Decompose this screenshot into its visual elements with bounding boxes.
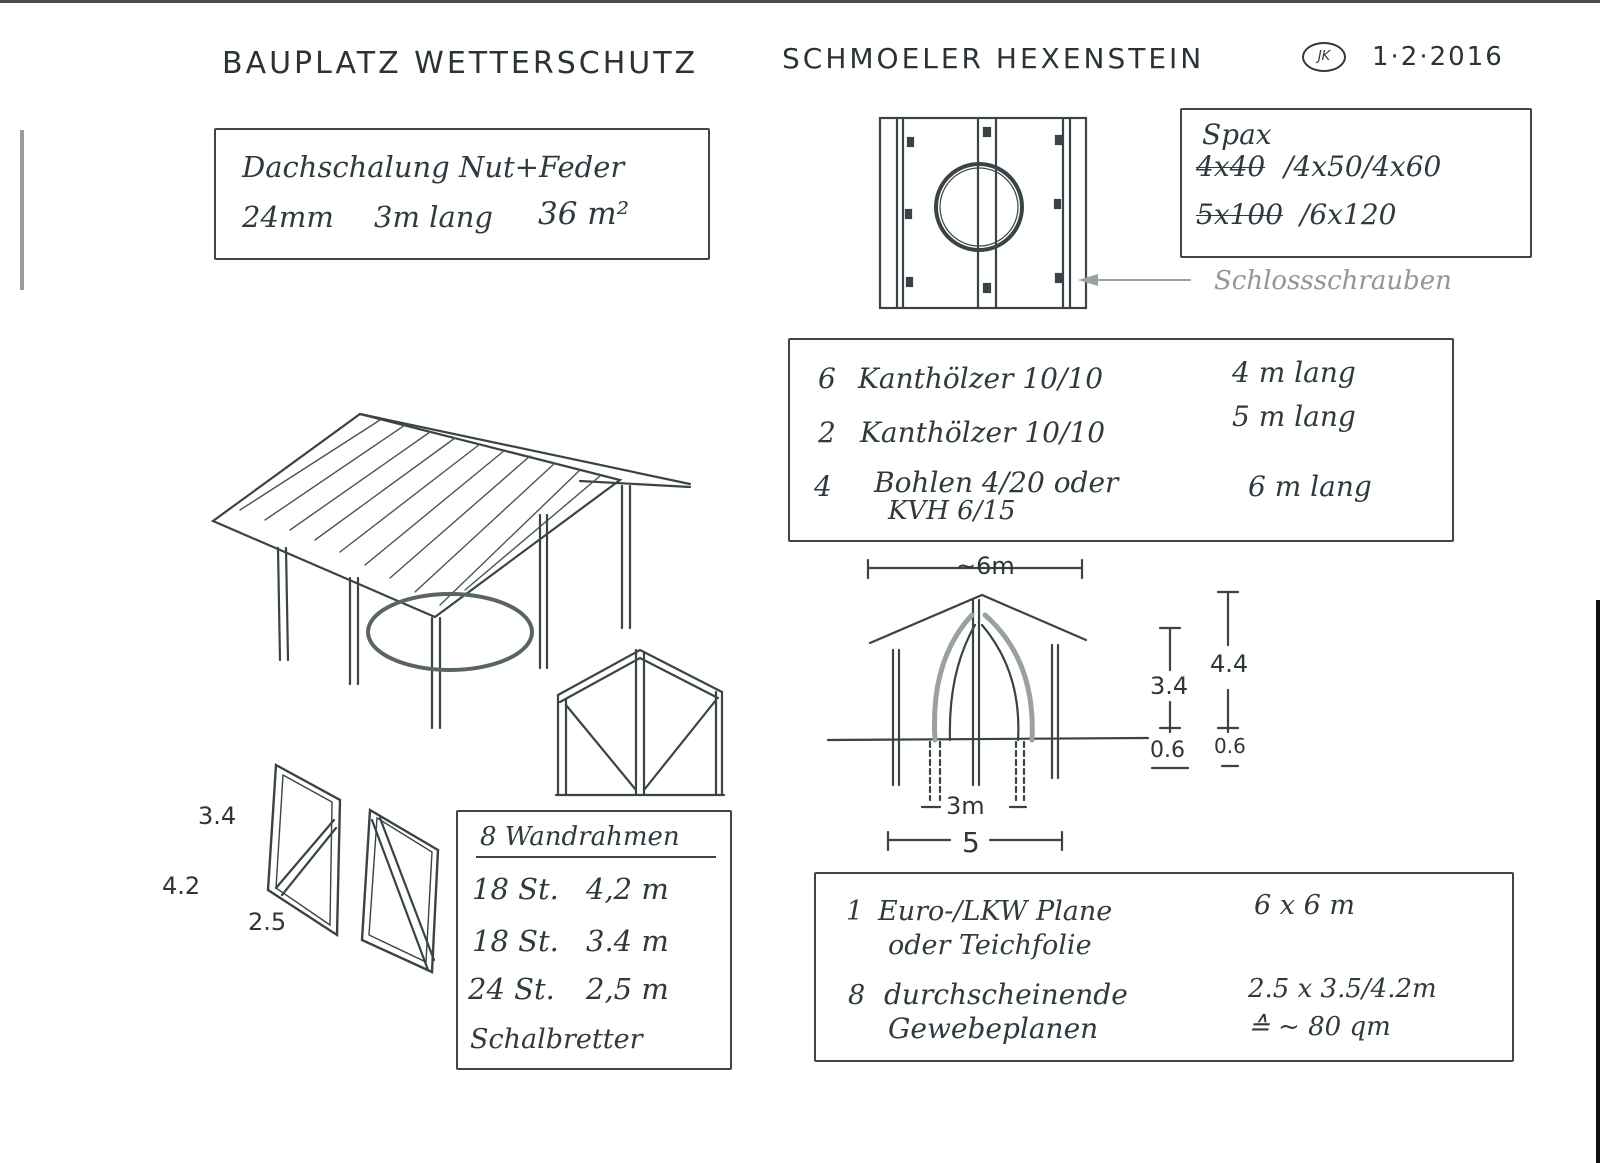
timber-qty-2: 2 [818, 416, 836, 449]
timber-length-2: 5 m lang [1232, 400, 1356, 433]
dim-roof-width: ~6m [956, 552, 1015, 580]
roof-boarding-box: Dachschalung Nut+Feder 24mm 3m lang 36 m… [214, 128, 710, 260]
timber-length-1: 4 m lang [1232, 356, 1356, 389]
timber-item-2: Kanthölzer 10/10 [860, 416, 1106, 449]
title-site: BAUPLATZ WETTERSCHUTZ [222, 46, 699, 81]
roof-boarding-thickness: 24mm [242, 200, 334, 234]
timber-item-1: Kanthölzer 10/10 [858, 362, 1104, 395]
scan-edge-right [1596, 600, 1600, 1163]
cross-section-drawing [826, 558, 1240, 852]
timber-list-box: 6 Kanthölzer 10/10 4 m lang 2 Kanthölzer… [788, 338, 1454, 542]
timber-item-3: Bohlen 4/20 oder [874, 466, 1119, 499]
dim-post-height-short: 3.4 [1150, 672, 1189, 700]
tarp-size-2: 2.5 x 3.5/4.2m [1248, 974, 1437, 1004]
roof-boarding-spec: Dachschalung Nut+Feder [242, 150, 625, 184]
timber-qty-1: 6 [818, 362, 836, 395]
tarp-size-1: 6 x 6 m [1254, 890, 1355, 921]
screws-title: Spax [1202, 118, 1272, 151]
dim-base-width: 5 [962, 826, 980, 859]
timber-item-3-alt: KVH 6/15 [888, 496, 1016, 526]
wall-frame-length-1: 4,2 m [586, 872, 669, 906]
shelter-perspective [210, 412, 692, 730]
tarp-item-2-alt: Gewebeplanen [888, 1012, 1099, 1045]
tarp-item-2: durchscheinende [884, 978, 1128, 1011]
wall-frames-title-underline [476, 856, 716, 858]
timber-length-3: 6 m lang [1248, 470, 1372, 503]
tarp-qty-2: 8 [848, 980, 866, 1011]
dim-frame-width: 2.5 [248, 908, 287, 936]
wall-frame-sketches [266, 763, 440, 974]
wall-frame-qty-1: 18 St. [472, 872, 559, 906]
screws-box: Spax 4x40 /4x50/4x60 5x100 /6x120 [1180, 108, 1532, 258]
tarp-item-1: Euro-/LKW Plane [878, 896, 1113, 927]
wall-frame-qty-2: 18 St. [472, 924, 559, 958]
carriage-bolts-label: Schlossschrauben [1214, 266, 1452, 296]
plan-view-panel [878, 116, 1191, 310]
wall-frame-length-3: 2,5 m [586, 972, 669, 1006]
screw-size-struck-2: 5x100 [1196, 198, 1284, 231]
tarp-qty-1: 1 [846, 896, 864, 927]
screw-sizes-2: /6x120 [1300, 198, 1397, 231]
dim-embed-left: 0.6 [1150, 738, 1185, 763]
tarp-area-2: ≙ ~ 80 qm [1248, 1012, 1391, 1042]
screw-sizes-1: /4x50/4x60 [1284, 150, 1442, 183]
wall-frames-title: 8 Wandrahmen [480, 822, 680, 852]
dim-inner-width: 3m [946, 792, 985, 820]
roof-boarding-area: 36 m² [538, 196, 630, 232]
dim-frame-height-short: 3.4 [198, 802, 237, 830]
dim-frame-height-tall: 4.2 [162, 872, 201, 900]
gable-frame-perspective [554, 648, 726, 797]
roof-boarding-length: 3m lang [374, 200, 493, 234]
wall-frames-box: 8 Wandrahmen 18 St. 4,2 m 18 St. 3.4 m 2… [456, 810, 732, 1070]
wall-frame-length-2: 3.4 m [586, 924, 669, 958]
scan-artifact-left [20, 130, 24, 290]
drawing-date: 1·2·2016 [1372, 42, 1504, 72]
scan-edge-top [0, 0, 1600, 3]
timber-qty-3: 4 [814, 470, 832, 503]
tarp-item-1-alt: oder Teichfolie [888, 930, 1092, 961]
signature-mark: JK [1302, 42, 1346, 72]
dim-post-height-tall: 4.4 [1210, 650, 1249, 678]
wall-frame-qty-3: 24 St. [468, 972, 555, 1006]
title-location: SCHMOELER HEXENSTEIN [782, 42, 1205, 75]
screw-size-struck-1: 4x40 [1196, 150, 1266, 183]
dim-embed-right: 0.6 [1214, 734, 1246, 758]
tarps-box: 1 Euro-/LKW Plane oder Teichfolie 6 x 6 … [814, 872, 1514, 1062]
formwork-boards-label: Schalbretter [470, 1024, 643, 1055]
